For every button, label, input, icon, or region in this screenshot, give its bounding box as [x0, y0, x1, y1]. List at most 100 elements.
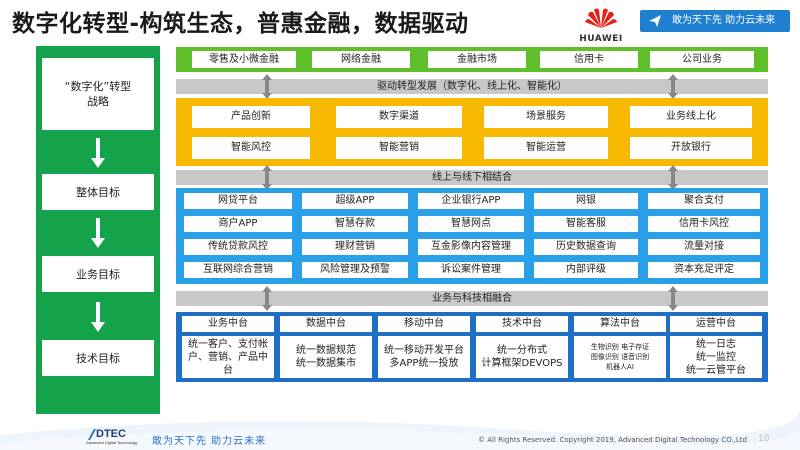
scenario-cell: 互金影像内容管理: [418, 239, 524, 255]
scenario-cell: 智慧存款: [302, 216, 408, 232]
platform-line: 统一云管平台: [686, 364, 746, 376]
platform-body: 统一分布式计算框架DEVOPS: [476, 336, 568, 378]
business-lines-row: 零售及小微金融 网络金融 金融市场 信用卡 公司业务: [176, 47, 768, 72]
platform-head: 数据中台: [280, 316, 372, 332]
business-line-cell: 信用卡: [540, 51, 638, 68]
capability-cell: 智能营销: [336, 137, 462, 159]
double-arrow-icon: [262, 286, 272, 311]
footer-slogan: 敢为天下先 助力云未来: [152, 436, 267, 447]
copyright-text: © All Rights Reserved. Copyright 2019, A…: [478, 436, 747, 444]
capability-cell: 业务线上化: [630, 106, 752, 128]
scenario-cell: 网贷平台: [184, 193, 292, 209]
overall-goal-box: 整体目标: [42, 174, 154, 210]
paper-plane-icon: [649, 15, 661, 27]
scenario-cell: 资本充足评定: [648, 262, 760, 278]
strategy-label: “数字化”转型战略: [64, 80, 132, 108]
tech-goal-label: 技术目标: [76, 351, 120, 365]
strategy-box: “数字化”转型战略: [42, 58, 154, 130]
scenario-cell: 诉讼案件管理: [418, 262, 524, 278]
connector-band: 线上与线下相结合: [176, 165, 768, 190]
slogan-text: 敢为天下先 助力云未来: [672, 15, 776, 26]
double-arrow-icon: [262, 74, 272, 99]
scenario-cell: 网银: [534, 193, 638, 209]
platform-head: 技术中台: [476, 316, 568, 332]
page-title: 数字化转型-构筑生态，普惠金融，数据驱动: [12, 11, 469, 37]
scenario-cell: 智慧网点: [418, 216, 524, 232]
capability-cell: 智能风控: [192, 137, 310, 159]
tech-goal-box: 技术目标: [42, 340, 154, 376]
connector-band: 驱动转型发展（数字化、线上化、智能化）: [176, 74, 768, 99]
platform-head: 算法中台: [574, 316, 666, 332]
slogan-banner: 敢为天下先 助力云未来: [640, 10, 790, 32]
huawei-wordmark: HUAWEI: [579, 34, 623, 44]
scenario-cell: 商户APP: [184, 216, 292, 232]
scenario-cell: 信用卡风控: [648, 216, 760, 232]
down-arrow-icon: [91, 302, 105, 332]
digital-capabilities-block: 产品创新 数字渠道 场景服务 业务线上化 智能风控 智能营销 智能运营 开放银行: [176, 98, 768, 166]
platform-line: 统一分布式: [497, 345, 547, 356]
platform-line: 计算框架DEVOPS: [481, 358, 563, 369]
platform-body: 统一客户、支付帐户、营销、产品中台: [182, 336, 274, 378]
platform-line: 机器人AI: [606, 363, 634, 371]
platform-body: 统一移动开发平台多APP统一投放: [378, 336, 470, 378]
page-number: 10: [758, 434, 770, 444]
platform-line: 统一数据规范: [296, 345, 356, 356]
scenario-cell: 聚合支付: [648, 193, 760, 209]
platform-head: 移动中台: [378, 316, 470, 332]
platform-line: 多APP统一投放: [389, 358, 459, 369]
business-line-cell: 零售及小微金融: [192, 51, 296, 68]
business-line-cell: 网络金融: [312, 51, 410, 68]
connector-band: 业务与科技相融合: [176, 286, 768, 311]
double-arrow-icon: [668, 165, 678, 190]
huawei-petals-icon: [585, 8, 617, 29]
huawei-logo: HUAWEI: [570, 6, 632, 44]
down-arrow-icon: [91, 218, 105, 248]
business-line-cell: 公司业务: [650, 51, 754, 68]
dtec-logo-text: DTEC: [96, 428, 126, 440]
double-arrow-icon: [262, 165, 272, 190]
background-swoosh: [0, 410, 800, 450]
capability-cell: 数字渠道: [336, 106, 462, 128]
platform-line: 统一客户、支付帐: [188, 338, 268, 350]
platform-head: 运营中台: [670, 316, 762, 332]
scenario-cell: 互联网综合营销: [184, 262, 292, 278]
scenario-cell: 超级APP: [302, 193, 408, 209]
business-line-cell: 金融市场: [428, 51, 526, 68]
platform-head: 业务中台: [182, 316, 274, 332]
dtec-logo-sub: Advanced Digital Technology: [86, 440, 137, 445]
scenario-cell: 内部评级: [534, 262, 638, 278]
connector-label: 业务与科技相融合: [432, 293, 512, 304]
overall-goal-label: 整体目标: [76, 185, 120, 199]
scenario-block: 网贷平台超级APP 企业银行APP 网银聚合支付商户APP 智慧存款智慧网点智能客服信…: [176, 188, 768, 284]
platform-line: 统一监控: [696, 351, 736, 363]
platform-body: 统一日志统一监控统一云管平台: [670, 336, 762, 378]
capability-cell: 场景服务: [484, 106, 608, 128]
scenario-cell: 理财营销: [302, 239, 408, 255]
platform-line: 户、营销、产品中: [188, 351, 268, 363]
dtec-logo: DTEC Advanced Digital Technology: [86, 428, 137, 445]
business-goal-label: 业务目标: [76, 267, 120, 281]
capability-cell: 产品创新: [192, 106, 310, 128]
platform-line: 图像识别 语音识别: [590, 353, 650, 361]
platform-body: 统一数据规范统一数据集市: [280, 336, 372, 378]
double-arrow-icon: [668, 74, 678, 99]
double-arrow-icon: [668, 286, 678, 311]
platform-line: 统一移动开发平台: [384, 345, 464, 356]
connector-label: 驱动转型发展（数字化、线上化、智能化）: [377, 81, 567, 92]
platform-line: 台: [223, 364, 233, 376]
business-goal-box: 业务目标: [42, 256, 154, 292]
capability-cell: 智能运营: [484, 137, 608, 159]
connector-label: 线上与线下相结合: [432, 172, 512, 183]
strategy-panel: “数字化”转型战略 整体目标 业务目标 技术目标: [36, 46, 160, 414]
scenario-cell: 传统贷款风控: [184, 239, 292, 255]
scenario-cell: 企业银行APP: [418, 193, 524, 209]
platform-line: 统一日志: [696, 338, 736, 350]
middle-platform-block: 业务中台统一客户、支付帐户、营销、产品中台数据中台统一数据规范统一数据集市移动中…: [176, 312, 768, 382]
down-arrow-icon: [91, 138, 105, 168]
scenario-cell: 风险管理及预警: [302, 262, 408, 278]
capability-cell: 开放银行: [630, 137, 752, 159]
scenario-cell: 流量对接: [648, 239, 760, 255]
scenario-cell: 智能客服: [534, 216, 638, 232]
platform-line: 生物识别 电子存证: [590, 343, 650, 351]
scenario-cell: 历史数据查询: [534, 239, 638, 255]
